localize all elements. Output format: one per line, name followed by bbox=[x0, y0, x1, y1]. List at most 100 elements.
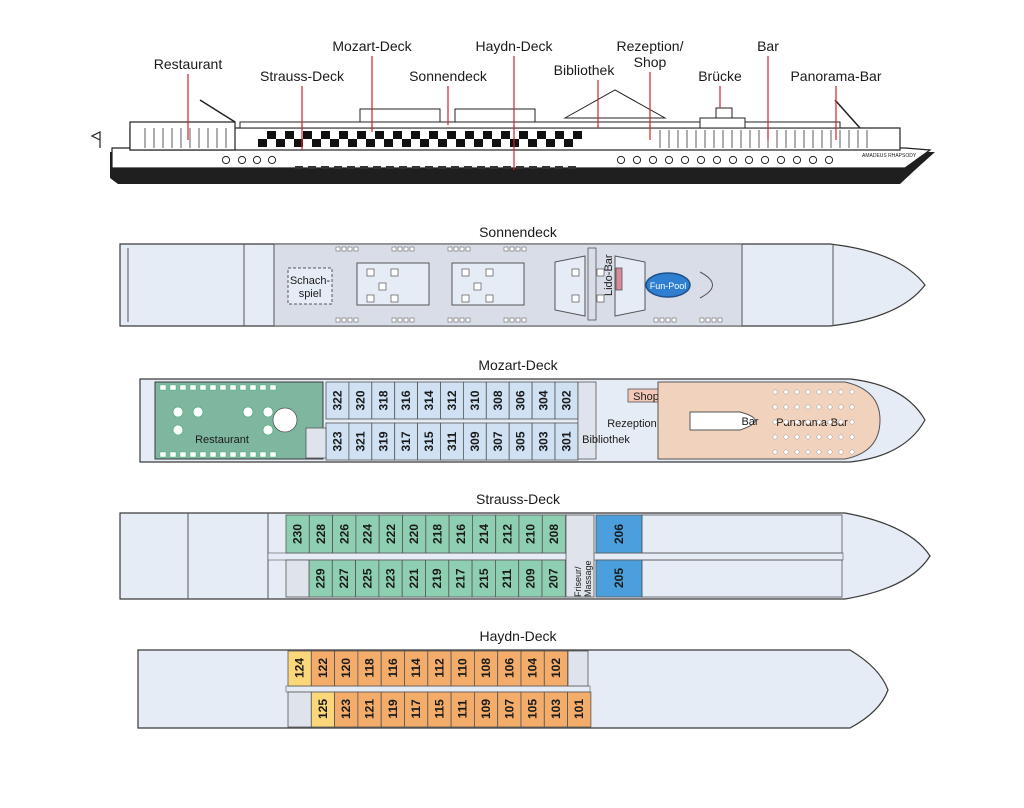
cabin-number-104: 104 bbox=[526, 658, 540, 678]
label-haydn-deck: Haydn-Deck bbox=[475, 38, 553, 54]
panorama-seat bbox=[816, 419, 822, 425]
lower-window bbox=[347, 166, 355, 169]
cabin-window-block bbox=[564, 139, 573, 147]
cabin-window-block bbox=[393, 131, 402, 139]
cabin-102 bbox=[543, 650, 568, 687]
lower-window bbox=[503, 166, 511, 169]
restaurant-seat bbox=[159, 451, 167, 458]
haydn-corridor bbox=[285, 685, 591, 693]
cabin-number-310: 310 bbox=[468, 390, 482, 410]
cabin-number-222: 222 bbox=[384, 524, 398, 544]
restaurant-table bbox=[172, 424, 184, 436]
cabin-number-304: 304 bbox=[537, 390, 551, 410]
restaurant-seat bbox=[209, 451, 217, 458]
lounger bbox=[515, 246, 521, 252]
cabin-window-block bbox=[276, 139, 285, 147]
lounger bbox=[341, 317, 347, 323]
ship-side-view: AMADEUS RHAPSODY Restaurant Strauss-Deck… bbox=[90, 38, 935, 184]
table-icon bbox=[596, 268, 605, 277]
cabin-number-206: 206 bbox=[612, 524, 626, 544]
cabin-window-block bbox=[285, 131, 294, 139]
lower-window bbox=[321, 166, 329, 169]
cabin-number-314: 314 bbox=[422, 390, 436, 410]
table-icon bbox=[390, 268, 399, 277]
lounger bbox=[403, 246, 409, 252]
cabin-number-227: 227 bbox=[337, 568, 351, 588]
restaurant-seat bbox=[179, 384, 187, 391]
cabin-number-305: 305 bbox=[514, 431, 528, 451]
cabin-window-block bbox=[321, 131, 330, 139]
pool-whirl bbox=[699, 271, 713, 299]
mozart-furniture bbox=[159, 384, 855, 458]
cabin-window-block bbox=[402, 139, 411, 147]
cabin-number-230: 230 bbox=[291, 524, 305, 544]
lounger bbox=[409, 317, 415, 323]
cabin-number-307: 307 bbox=[491, 431, 505, 451]
panorama-seat bbox=[772, 389, 778, 395]
friseur-area bbox=[565, 514, 595, 598]
restaurant-seat bbox=[239, 384, 247, 391]
cabin-window-block bbox=[555, 131, 564, 139]
cabin-number-205: 205 bbox=[612, 568, 626, 588]
porthole bbox=[237, 155, 247, 165]
bar-counter bbox=[689, 411, 756, 431]
lido-bar-label: Lido-Bar bbox=[603, 254, 615, 296]
cabin-number-318: 318 bbox=[376, 390, 390, 410]
cabin-window-block bbox=[357, 131, 366, 139]
lower-window bbox=[490, 166, 498, 169]
sundeck-shade-1 bbox=[359, 108, 441, 123]
lower-window bbox=[308, 166, 316, 169]
cabin-number-208: 208 bbox=[547, 524, 561, 544]
cabin-number-102: 102 bbox=[549, 658, 563, 678]
porthole bbox=[252, 155, 262, 165]
panorama-seat bbox=[849, 434, 855, 440]
mast-aft bbox=[199, 99, 236, 123]
lower-window bbox=[373, 166, 381, 169]
restaurant-table bbox=[192, 406, 204, 418]
panorama-seat bbox=[783, 434, 789, 440]
panorama-seat bbox=[772, 419, 778, 425]
lounger bbox=[705, 317, 711, 323]
lounger bbox=[403, 317, 409, 323]
porthole bbox=[760, 155, 770, 165]
cabin-number-117: 117 bbox=[409, 699, 423, 719]
lower-window bbox=[451, 166, 459, 169]
table-icon bbox=[390, 294, 399, 303]
cabin-number-105: 105 bbox=[526, 699, 540, 719]
restaurant-seat bbox=[159, 384, 167, 391]
fun-pool-label: Fun-Pool bbox=[650, 281, 687, 291]
cabin-number-110: 110 bbox=[456, 658, 470, 678]
restaurant-seat bbox=[199, 384, 207, 391]
cabin-window-block bbox=[483, 131, 492, 139]
cabin-number-124: 124 bbox=[293, 658, 307, 678]
rezeption-label: Rezeption bbox=[607, 418, 657, 430]
restaurant-seat bbox=[189, 384, 197, 391]
label-sonnendeck: Sonnendeck bbox=[409, 68, 488, 84]
cabin-window-block bbox=[429, 131, 438, 139]
friseur-label-2: Massage bbox=[583, 560, 593, 597]
cabin-number-309: 309 bbox=[468, 431, 482, 451]
cabin-number-316: 316 bbox=[399, 390, 413, 410]
lounger bbox=[521, 317, 527, 323]
cabin-number-219: 219 bbox=[430, 568, 444, 588]
mozart-deck-title: Mozart-Deck bbox=[478, 357, 558, 373]
lounger bbox=[335, 317, 341, 323]
restaurant-area bbox=[154, 381, 324, 460]
panorama-seat bbox=[816, 434, 822, 440]
panorama-seat bbox=[783, 404, 789, 410]
porthole bbox=[792, 155, 802, 165]
porthole bbox=[808, 155, 818, 165]
sundeck-shade-2 bbox=[454, 108, 536, 123]
restaurant-seat bbox=[269, 384, 277, 391]
lounger bbox=[665, 317, 671, 323]
label-bar: Bar bbox=[757, 38, 779, 54]
cabin-101 bbox=[567, 691, 592, 728]
lower-window bbox=[477, 166, 485, 169]
lounger bbox=[397, 317, 403, 323]
cabin-window-block bbox=[303, 131, 312, 139]
cabin-window-block bbox=[312, 139, 321, 147]
lower-window bbox=[360, 166, 368, 169]
mozart-stairs bbox=[577, 381, 597, 460]
cabin-number-214: 214 bbox=[477, 524, 491, 544]
cabin-number-317: 317 bbox=[399, 431, 413, 451]
